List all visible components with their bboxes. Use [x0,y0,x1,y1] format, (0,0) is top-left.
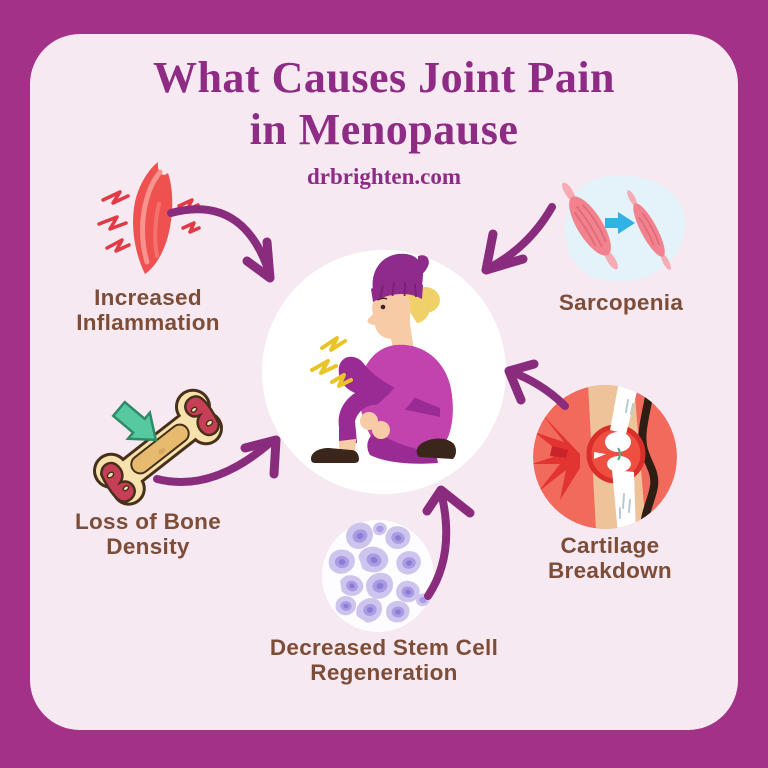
label-line: Inflammation [76,309,220,335]
shrink-arrow-icon [605,212,635,234]
pain-flash-accent [550,446,568,458]
label-line: Regeneration [310,659,458,685]
inflamed-muscle-icon [97,162,201,274]
neck [391,324,414,350]
eye [380,304,386,310]
beanie-fold [418,255,429,276]
label-line: Cartilage [560,533,660,558]
beanie-ribs [379,281,417,299]
femur-bone [610,385,640,434]
arm [365,365,425,429]
hand [372,421,390,439]
woman-illustration [310,253,456,464]
bone [93,388,224,506]
meniscus [594,452,606,459]
stem-cells [328,522,430,623]
front-shoe [311,448,359,463]
label-decreased-stem-cell-regeneration: Decreased Stem Cell Regeneration [194,635,574,686]
bone-cross-section-icon [93,388,224,506]
label-increased-inflammation: Increased Inflammation [30,285,266,336]
label-loss-of-bone-density: Loss of Bone Density [30,509,266,560]
label-sarcopenia: Sarcopenia [540,290,702,316]
label-line: Sarcopenia [558,290,684,315]
bone-texture-lines [619,399,634,519]
title-line-1: What Causes Joint Pain [152,53,616,102]
label-line: Increased [94,285,202,310]
beanie-brim [371,280,423,302]
muscle-highlight [140,169,163,265]
hamstring-line [638,388,659,529]
density-loss-arrow-icon [111,400,158,442]
cartilage-line [617,447,621,461]
eyebrow [376,297,388,301]
website-text: drbrighten.com [307,164,461,189]
stem-cells-icon [322,520,434,632]
small-muscle [627,190,671,270]
center-circle [262,250,506,494]
knee-joint-icon [533,385,677,529]
label-line: Breakdown [548,557,672,583]
pain-flash [533,414,580,500]
label-line: Decreased Stem Cell [269,635,499,660]
knee-pain-zigzags [310,336,353,388]
muscle-streak [153,202,161,258]
label-line: Density [106,533,190,559]
back-shoe [416,438,456,459]
shrinking-muscle-icon [562,175,685,282]
label-line: Loss of Bone [74,509,222,534]
large-muscle [562,182,618,270]
page-title: What Causes Joint Pain in Menopause [0,52,768,156]
label-cartilage-breakdown: Cartilage Breakdown [520,533,700,584]
title-line-2: in Menopause [249,104,519,154]
